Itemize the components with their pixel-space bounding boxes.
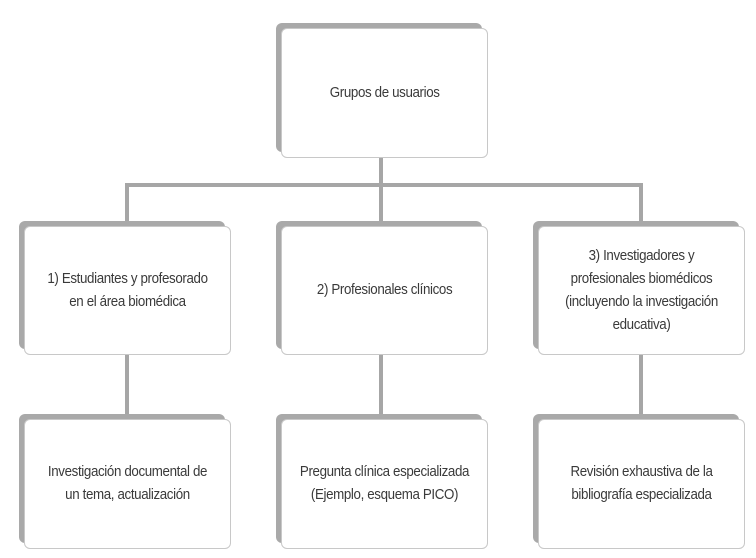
connector-group1-down (125, 352, 129, 418)
node-card: 2) Profesionales clínicos (281, 226, 488, 355)
root-node: Grupos de usuarios (276, 23, 488, 158)
node-card: Revisión exhaustiva de la bibliografía e… (538, 419, 745, 549)
connector-group3-up (639, 183, 643, 227)
group-label: 3) Investigadores y profesionales bioméd… (565, 247, 718, 333)
need-node-1: Investigación documental de un tema, act… (19, 414, 231, 549)
need-label: Investigación documental de un tema, act… (47, 464, 208, 503)
node-card: Investigación documental de un tema, act… (24, 419, 231, 549)
need-node-3: Revisión exhaustiva de la bibliografía e… (533, 414, 745, 549)
group-node-2: 2) Profesionales clínicos (276, 221, 488, 355)
group-node-3: 3) Investigadores y profesionales bioméd… (533, 221, 745, 355)
node-card: 1) Estudiantes y profesorado en el área … (24, 226, 231, 355)
group-label: 2) Profesionales clínicos (316, 282, 453, 298)
need-label: Revisión exhaustiva de la bibliografía e… (570, 464, 713, 503)
connector-horizontal (125, 183, 643, 187)
need-label: Pregunta clínica especializada (Ejemplo,… (299, 464, 470, 503)
root-label: Grupos de usuarios (329, 84, 440, 101)
group-node-1: 1) Estudiantes y profesorado en el área … (19, 221, 231, 355)
node-card: 3) Investigadores y profesionales bioméd… (538, 226, 745, 355)
connector-root-down (379, 155, 383, 227)
node-card: Pregunta clínica especializada (Ejemplo,… (281, 419, 488, 549)
need-node-2: Pregunta clínica especializada (Ejemplo,… (276, 414, 488, 549)
group-label: 1) Estudiantes y profesorado en el área … (47, 270, 208, 310)
connector-group3-down (639, 352, 643, 418)
node-card: Grupos de usuarios (281, 28, 488, 158)
connector-group1-up (125, 183, 129, 227)
connector-group2-down (379, 352, 383, 418)
